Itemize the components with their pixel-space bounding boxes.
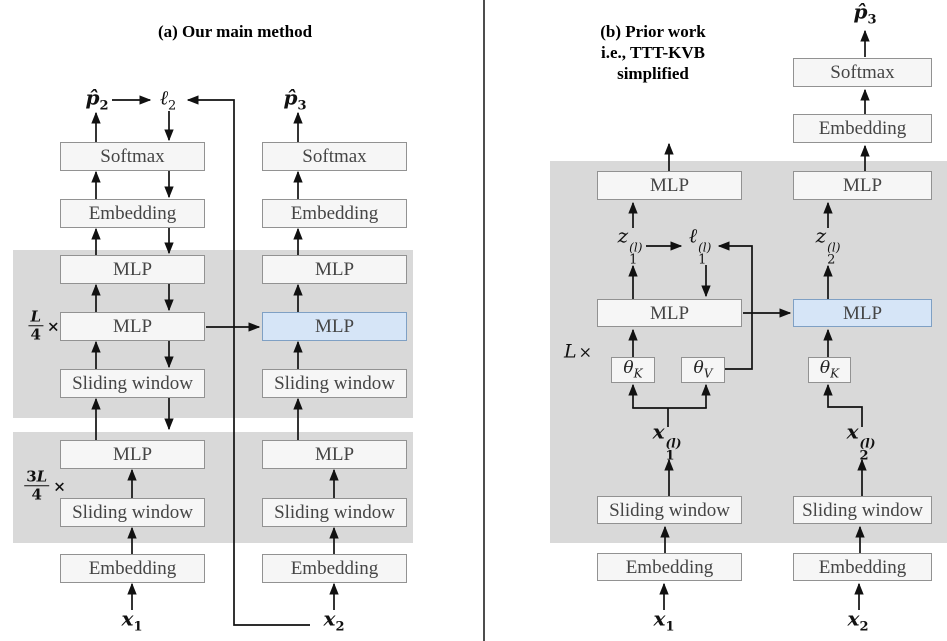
a-right-embedding-top-box: Embedding xyxy=(262,199,407,228)
theta-k-label: θK xyxy=(623,358,643,381)
a-p2hat-label: p̂2 xyxy=(85,85,109,114)
a-left-mlp3-box: MLP xyxy=(60,440,205,469)
panel-b-title: (b) Prior work i.e., TTT-KVB simplified xyxy=(560,21,746,84)
panel-a-title: (a) Our main method xyxy=(157,22,313,41)
b-left-sliding-window-box: Sliding window xyxy=(597,496,742,524)
panel-b-title-line1: (b) Prior work xyxy=(600,22,706,41)
a-right-mlp1-box: MLP xyxy=(262,255,407,284)
panel-b-title-line3: simplified xyxy=(617,64,689,83)
b-x1l-label: x(l)1 xyxy=(652,419,682,464)
b-loss1-label: ℓ(l)1 xyxy=(688,223,712,268)
b-x2-label: x2 xyxy=(847,606,869,635)
b-theta-v-box: θV xyxy=(681,357,725,383)
theta-v-label: θV xyxy=(693,358,713,381)
a-p3hat-label: p̂3 xyxy=(283,85,307,114)
a-right-sliding-window2-box: Sliding window xyxy=(262,498,407,527)
a-left-softmax-box: Softmax xyxy=(60,142,205,171)
b-x1-label: x1 xyxy=(653,606,675,635)
b-left-mlp2-box: MLP xyxy=(597,299,742,327)
b-theta-k-right-box: θK xyxy=(808,357,851,383)
panel-divider xyxy=(483,0,485,641)
a-x1-label: x1 xyxy=(121,606,143,635)
a-left-mlp1-box: MLP xyxy=(60,255,205,284)
b-theta-k-left-box: θK xyxy=(611,357,655,383)
b-z2-label: z(l)2 xyxy=(815,223,841,268)
theta-k-right-label: θK xyxy=(819,358,840,381)
a-left-mlp2-box: MLP xyxy=(60,312,205,341)
a-x2-label: x2 xyxy=(323,606,345,635)
b-repeat-L-label: L× xyxy=(563,340,593,363)
a-loss2-label: ℓ2 xyxy=(159,85,177,114)
a-left-embedding-top-box: Embedding xyxy=(60,199,205,228)
a-right-softmax-box: Softmax xyxy=(262,142,407,171)
b-x2l-label: x(l)2 xyxy=(846,419,876,464)
b-right-mlp1-box: MLP xyxy=(793,171,932,200)
a-right-sliding-window1-box: Sliding window xyxy=(262,369,407,398)
a-right-mlp-transferred-box: MLP xyxy=(262,312,407,341)
b-right-embedding-top-box: Embedding xyxy=(793,114,932,143)
panel-b-title-line2: i.e., TTT-KVB xyxy=(601,43,705,62)
b-right-embedding-bottom-box: Embedding xyxy=(793,553,932,581)
b-left-embedding-box: Embedding xyxy=(597,553,742,581)
b-right-softmax-box: Softmax xyxy=(793,58,932,87)
a-right-mlp3-box: MLP xyxy=(262,440,407,469)
a-left-sliding-window2-box: Sliding window xyxy=(60,498,205,527)
b-p3hat-label: p̂3 xyxy=(853,0,877,28)
a-left-sliding-window1-box: Sliding window xyxy=(60,369,205,398)
b-left-mlp1-box: MLP xyxy=(597,171,742,200)
panel-b-gray-block xyxy=(550,161,947,543)
a-left-embedding-bottom-box: Embedding xyxy=(60,554,205,583)
b-z1-label: z(l)1 xyxy=(617,223,643,268)
b-right-mlp-transferred-box: MLP xyxy=(793,299,932,327)
b-right-sliding-window-box: Sliding window xyxy=(793,496,932,524)
a-right-embedding-bottom-box: Embedding xyxy=(262,554,407,583)
